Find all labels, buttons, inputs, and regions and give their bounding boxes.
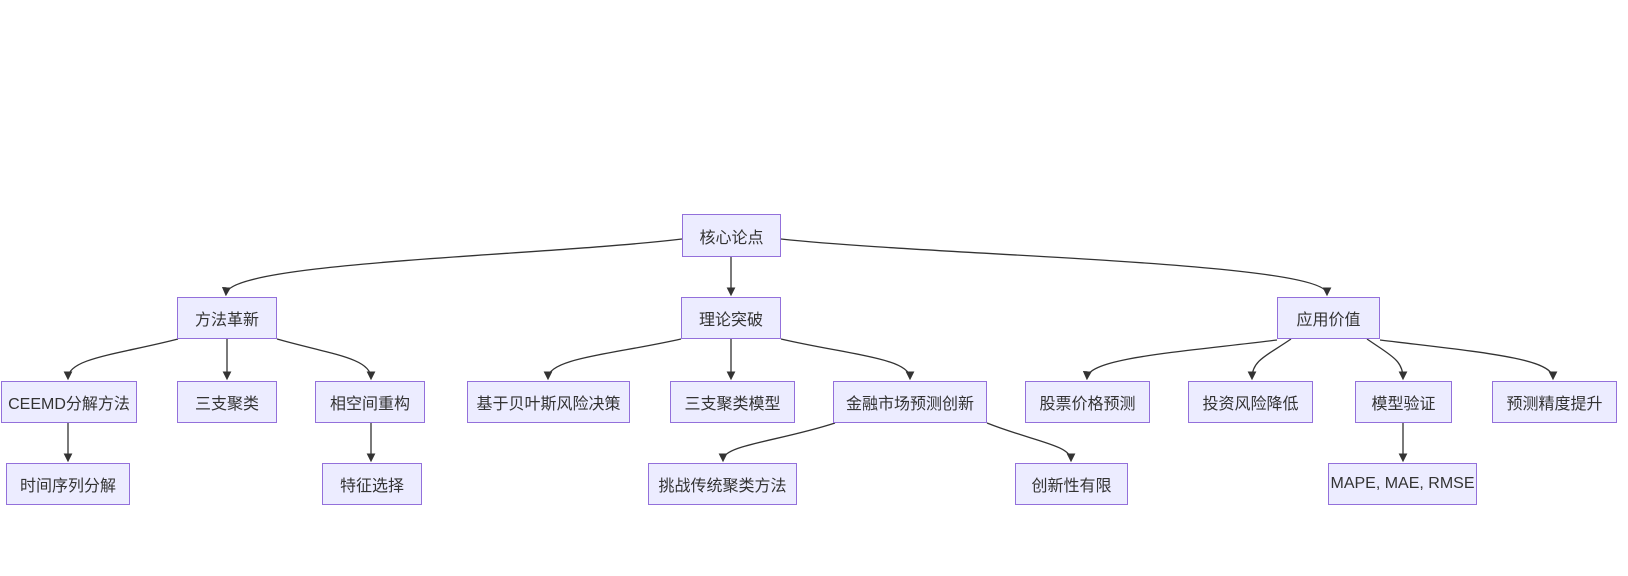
edge-application-to-model-validation [1366, 338, 1408, 381]
edge-theory-to-bayes [543, 338, 682, 381]
edge-fin-innovation-to-limited-innovation [986, 422, 1076, 463]
node-three-way-clustering-model: 三支聚类模型 [670, 381, 795, 423]
edge-fin-innovation-to-challenge-clustering [718, 422, 836, 463]
node-model-validation: 模型验证 [1355, 381, 1452, 423]
node-bayesian-risk-decision: 基于贝叶斯风险决策 [467, 381, 630, 423]
node-core-thesis: 核心论点 [682, 214, 781, 257]
edge-method-to-ceemd [63, 338, 179, 381]
edge-application-to-invest-risk [1247, 338, 1292, 381]
edge-application-to-precision [1379, 339, 1558, 381]
node-method-innovation: 方法革新 [177, 297, 277, 339]
node-feature-selection: 特征选择 [322, 463, 422, 505]
edge-method-to-phase-space [276, 338, 376, 381]
node-limited-innovation: 创新性有限 [1015, 463, 1128, 505]
node-theory-breakthrough: 理论突破 [681, 297, 781, 339]
edge-core-to-method [221, 238, 683, 297]
node-stock-price-prediction: 股票价格预测 [1025, 381, 1150, 423]
node-time-series-decomposition: 时间序列分解 [6, 463, 130, 505]
node-challenge-traditional-clustering: 挑战传统聚类方法 [648, 463, 797, 505]
edge-theory-to-fin-innovation [780, 338, 915, 381]
node-application-value: 应用价值 [1277, 297, 1380, 339]
edge-application-to-stock [1082, 339, 1278, 381]
node-metrics-mape-mae-rmse: MAPE, MAE, RMSE [1328, 463, 1477, 505]
node-financial-forecast-innovation: 金融市场预测创新 [833, 381, 987, 423]
node-phase-space-reconstruction: 相空间重构 [315, 381, 425, 423]
node-ceemd-decomposition: CEEMD分解方法 [1, 381, 137, 423]
node-three-way-clustering: 三支聚类 [177, 381, 277, 423]
node-prediction-accuracy-improvement: 预测精度提升 [1492, 381, 1617, 423]
node-investment-risk-reduction: 投资风险降低 [1188, 381, 1313, 423]
edge-core-to-application [780, 238, 1332, 297]
